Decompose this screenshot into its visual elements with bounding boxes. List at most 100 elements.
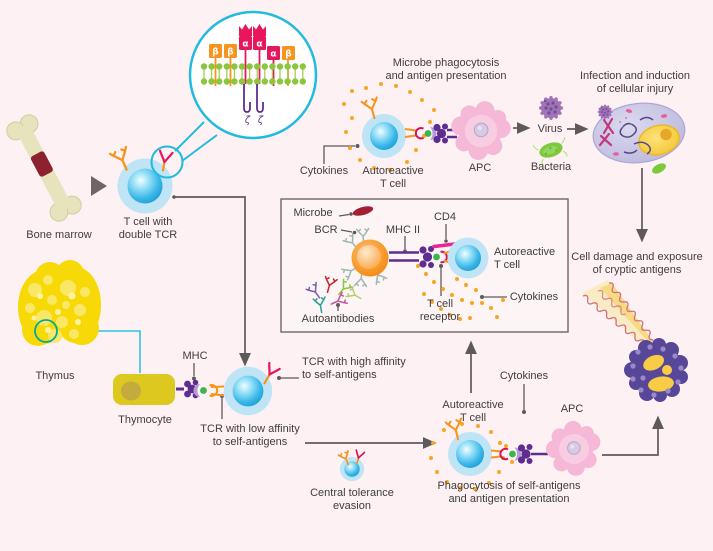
t-cell-receptor-icon xyxy=(440,250,448,264)
mhc-self-peptide-complex xyxy=(176,379,225,399)
pointer-lines xyxy=(193,145,525,419)
label-line: T cell xyxy=(426,298,454,310)
apc-bottom-icon xyxy=(542,417,605,480)
membrane-icon xyxy=(200,63,306,85)
label-line: TCR with high affinity xyxy=(302,356,406,368)
alpha-chain-label: α xyxy=(270,50,276,60)
mhc2-bars xyxy=(389,251,419,262)
label-infection-injury: Infection and induction of cellular inju… xyxy=(580,70,690,97)
tcr-mhc-binding-top xyxy=(404,123,457,144)
label-line: receptor xyxy=(419,311,461,324)
label-bacteria: Bacteria xyxy=(530,161,572,173)
label-line: Phagocytosis of self-antigens xyxy=(437,480,581,492)
alpha-chain-label: α xyxy=(256,40,262,50)
label-autoantibodies: Autoantibodies xyxy=(301,313,375,325)
label-t-cell-double-tcr: T cell with double TCR xyxy=(119,216,178,243)
thymus-icon xyxy=(18,260,101,346)
label-line: to self-antigens xyxy=(212,436,288,449)
label-autoreactive-t-cell-bottom: Autoreactive T cell xyxy=(442,399,503,426)
label-line: T cell with xyxy=(123,216,173,228)
thymus-magnifier-marker xyxy=(34,319,58,343)
label-mhc: MHC xyxy=(182,350,208,362)
label-line: to self-antigens xyxy=(302,369,377,382)
microbe-icon xyxy=(352,206,374,216)
label-line: evasion xyxy=(333,500,371,513)
bacteria-on-cell-icon xyxy=(652,163,666,174)
label-line: Autoreactive xyxy=(442,399,504,411)
label-line: T cell xyxy=(379,178,407,191)
arrow-doubletcr-to-central-tcell xyxy=(174,196,251,367)
b-cell-icon xyxy=(340,227,389,288)
zeta-chain-label: ζ xyxy=(244,115,251,126)
damaged-cell-icon xyxy=(624,338,688,402)
evasion-t-cell xyxy=(339,456,365,482)
autoreactive-t-cell-box xyxy=(447,237,489,279)
beta-chain-label: β xyxy=(227,48,234,58)
label-bcr: BCR xyxy=(314,224,338,236)
label-central-tolerance-evasion: Central tolerance evasion xyxy=(310,487,394,514)
thymocyte-icon xyxy=(113,374,175,405)
label-line: Cell damage and exposure xyxy=(571,251,703,263)
damaged-organelles xyxy=(619,116,654,155)
tcr-receptor-icon xyxy=(353,449,366,465)
self-antigen-dot xyxy=(200,387,207,394)
label-line: and antigen presentation xyxy=(385,70,507,83)
label-cytokines-top: Cytokines xyxy=(299,165,349,177)
zeta-chains xyxy=(243,84,264,113)
label-thymus: Thymus xyxy=(35,370,75,382)
cryptic-antigen-spill xyxy=(582,280,662,352)
label-autoreactive-t-cell-top: Autoreactive T cell xyxy=(362,165,423,192)
label-tcr-low-affinity: TCR with low affinity to self-antigens xyxy=(200,423,299,450)
virus-icon xyxy=(539,96,563,120)
beta-chain-label: β xyxy=(285,50,292,60)
label-apc-top: APC xyxy=(468,162,492,174)
label-cd4: CD4 xyxy=(433,211,457,223)
tcr-mhc-binding-bottom xyxy=(490,444,548,464)
label-line: of cellular injury xyxy=(596,83,674,96)
label-line: Autoreactive xyxy=(362,165,424,177)
tcr-structure-inset: β β β α α α ζ ζ xyxy=(188,10,318,140)
arrow-bone-to-tcell xyxy=(91,176,107,196)
dna-strand-icons xyxy=(582,282,654,349)
label-microbe: Microbe xyxy=(293,207,333,219)
flow-arrows xyxy=(174,122,664,456)
alpha-chain-label: α xyxy=(242,40,248,50)
label-line: T cell xyxy=(494,259,521,272)
label-autoreactive-t-cell-box: Autoreactive T cell xyxy=(494,246,555,273)
label-line: double TCR xyxy=(118,229,178,242)
arrow-apc-to-damagedcell xyxy=(602,415,664,456)
label-line: Infection and induction xyxy=(579,70,691,82)
label-cytokines-box: Cytokines xyxy=(509,291,559,303)
label-line: Central tolerance xyxy=(310,487,394,499)
label-bone-marrow: Bone marrow xyxy=(26,229,92,241)
bacteria-icon xyxy=(533,137,568,166)
cytokine-dots-box xyxy=(416,264,505,321)
autoreactive-t-cell-top xyxy=(362,114,406,158)
autoreactive-t-cell-bottom xyxy=(448,432,492,476)
receptor-chain-boxes: β β β α α α ζ ζ xyxy=(209,24,295,126)
label-line: TCR with low affinity xyxy=(200,423,300,435)
label-cytokines-bottom: Cytokines xyxy=(499,370,549,382)
tcr-low-affinity-receptor xyxy=(209,384,219,397)
magnifier-connector xyxy=(174,121,218,162)
tcr-second-receptor xyxy=(157,149,174,172)
label-thymocyte: Thymocyte xyxy=(118,414,172,426)
label-tcr-high-affinity: TCR with high affinity to self-antigens xyxy=(302,356,406,383)
apc-top-icon xyxy=(446,96,515,165)
label-microbe-phagocytosis: Microbe phagocytosis and antigen present… xyxy=(385,57,506,84)
zeta-chain-label: ζ xyxy=(257,115,264,126)
label-t-cell-receptor: T cell receptor xyxy=(420,298,460,325)
antigen-dot xyxy=(433,253,440,261)
tcr-high-affinity-receptor xyxy=(263,361,281,385)
beta-chain-label: β xyxy=(212,48,219,58)
chromosome-icons xyxy=(598,117,615,147)
cytokine-dots-top xyxy=(342,82,436,172)
label-line: Autoreactive xyxy=(494,246,556,258)
label-line: of cryptic antigens xyxy=(592,264,682,277)
label-line: and antigen presentation xyxy=(448,493,570,506)
label-phagocytosis-self-antigens: Phagocytosis of self-antigens and antige… xyxy=(437,480,580,507)
central-t-cell xyxy=(223,366,273,416)
label-virus: Virus xyxy=(537,123,563,135)
